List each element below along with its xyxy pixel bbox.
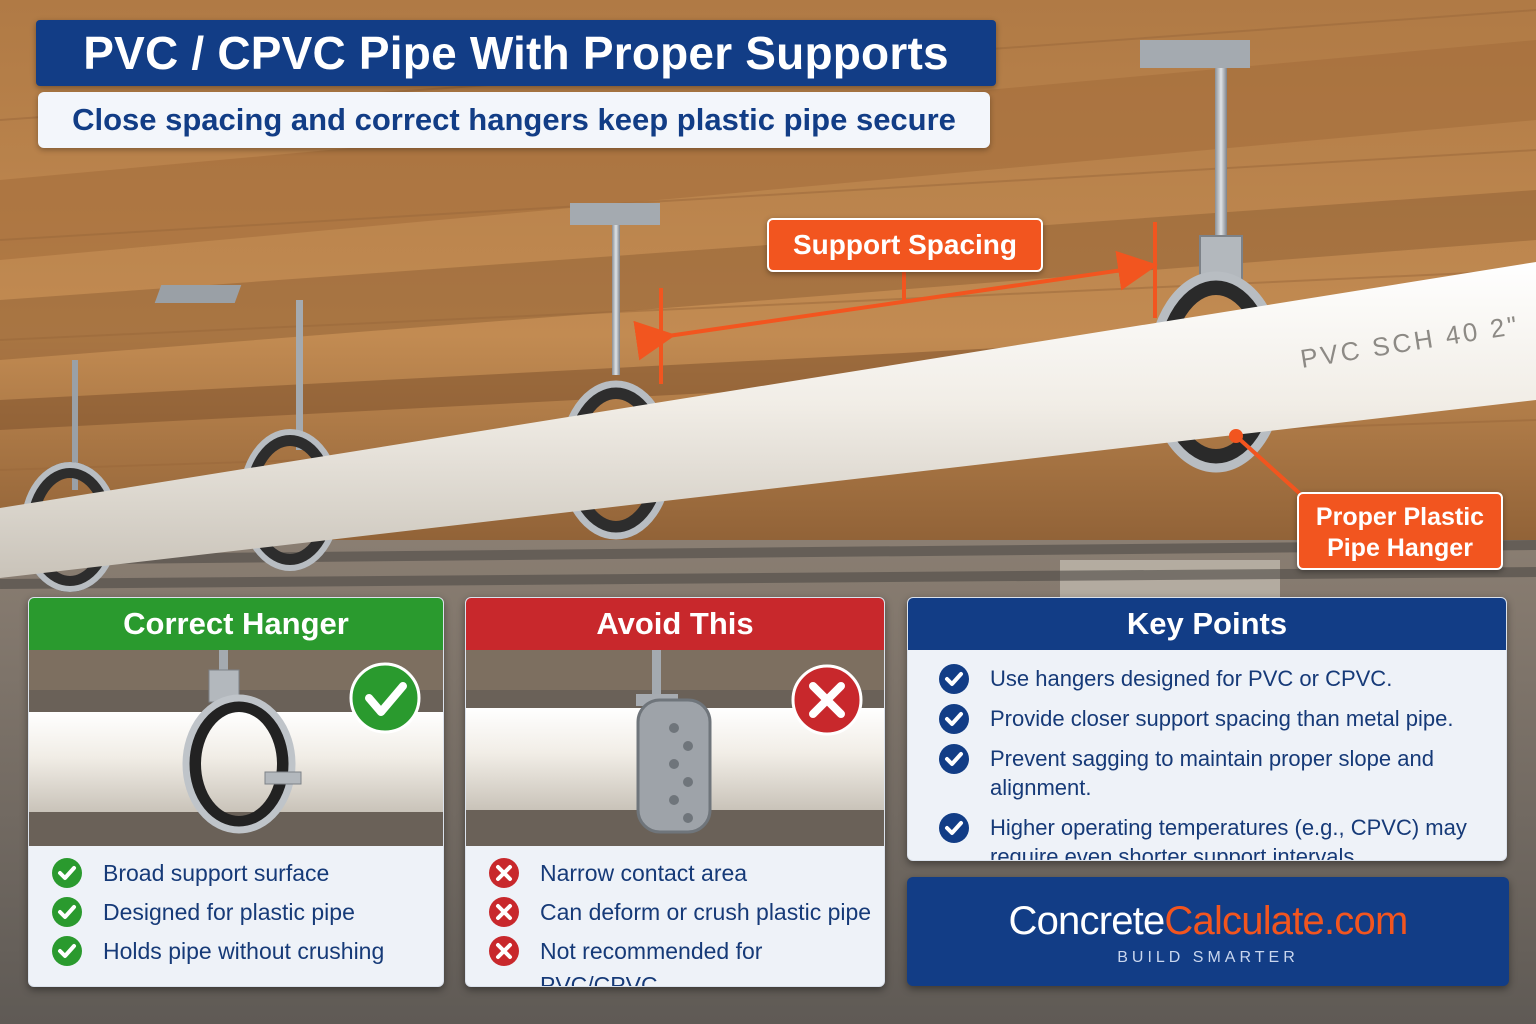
- list-item-text: Provide closer support spacing than meta…: [990, 706, 1454, 731]
- brand-name: ConcreteCalculate.com: [907, 899, 1509, 943]
- correct-hanger-title: Correct Hanger: [29, 598, 443, 650]
- check-circle-icon: [52, 897, 82, 927]
- list-item: Use hangers designed for PVC or CPVC.: [938, 664, 1486, 694]
- avoid-hanger-list: Narrow contact area Can deform or crush …: [466, 846, 884, 986]
- x-circle-icon: [489, 858, 519, 888]
- list-item: Can deform or crush plastic pipe: [488, 895, 884, 934]
- page-title: PVC / CPVC Pipe With Proper Supports: [36, 20, 996, 86]
- x-circle-icon: [489, 936, 519, 966]
- list-item-text: Not recommended for PVC/CPVC: [540, 938, 763, 987]
- check-circle-icon: [939, 664, 969, 694]
- list-item-text: Broad support surface: [103, 860, 330, 886]
- support-spacing-callout: Support Spacing: [767, 218, 1043, 272]
- avoid-hanger-panel: Avoid This Narrow contact area Can defor…: [465, 597, 885, 987]
- list-item: Holds pipe without crushing: [51, 934, 443, 973]
- brand-name-part1: Concrete: [1008, 899, 1166, 943]
- page-subtitle: Close spacing and correct hangers keep p…: [38, 92, 990, 148]
- brand-logo: ConcreteCalculate.com BUILD SMARTER: [907, 877, 1509, 986]
- correct-hanger-list: Broad support surface Designed for plast…: [29, 846, 443, 973]
- support-spacing-arrow: [633, 222, 1158, 384]
- list-item: Provide closer support spacing than meta…: [938, 704, 1486, 734]
- list-item: Narrow contact area: [488, 856, 884, 895]
- list-item: Broad support surface: [51, 856, 443, 895]
- check-circle-icon: [939, 744, 969, 774]
- proper-hanger-callout-line1: Proper Plastic: [1315, 503, 1485, 531]
- avoid-hanger-illustration: [466, 650, 884, 846]
- list-item-text: Can deform or crush plastic pipe: [540, 899, 872, 925]
- key-points-panel: Key Points Use hangers designed for PVC …: [907, 597, 1507, 861]
- x-circle-icon: [489, 897, 519, 927]
- list-item-text: Designed for plastic pipe: [103, 899, 355, 925]
- list-item-text: Narrow contact area: [540, 860, 748, 886]
- avoid-hanger-title: Avoid This: [466, 598, 884, 650]
- check-circle-icon: [52, 936, 82, 966]
- list-item-text: Prevent sagging to maintain proper slope…: [990, 746, 1434, 800]
- proper-hanger-callout: Proper Plastic Pipe Hanger: [1297, 492, 1503, 570]
- check-circle-icon: [52, 858, 82, 888]
- check-circle-icon: [939, 813, 969, 843]
- proper-hanger-callout-line2: Pipe Hanger: [1327, 534, 1473, 562]
- list-item-text: Higher operating temperatures (e.g., CPV…: [990, 815, 1467, 861]
- correct-hanger-panel: Correct Hanger Broad support surface Des…: [28, 597, 444, 987]
- key-points-title: Key Points: [908, 598, 1506, 650]
- list-item: Not recommended for PVC/CPVC: [488, 934, 884, 986]
- list-item: Higher operating temperatures (e.g., CPV…: [938, 813, 1486, 861]
- key-points-list: Use hangers designed for PVC or CPVC. Pr…: [908, 650, 1506, 861]
- brand-tagline: BUILD SMARTER: [1117, 949, 1299, 966]
- check-circle-icon: [939, 704, 969, 734]
- list-item: Designed for plastic pipe: [51, 895, 443, 934]
- brand-name-part2: Calculate.com: [1164, 899, 1408, 943]
- correct-hanger-illustration: [29, 650, 443, 846]
- list-item: Prevent sagging to maintain proper slope…: [938, 744, 1486, 802]
- list-item-text: Holds pipe without crushing: [103, 938, 385, 964]
- list-item-text: Use hangers designed for PVC or CPVC.: [990, 666, 1393, 691]
